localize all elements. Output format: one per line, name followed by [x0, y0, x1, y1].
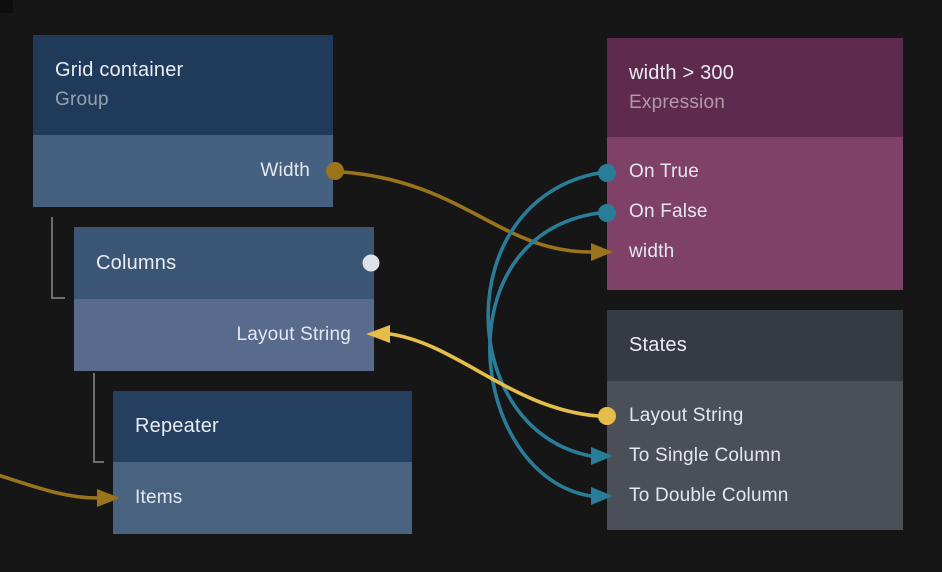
expression-subtitle: Expression: [629, 91, 725, 113]
states-header[interactable]: States: [607, 310, 903, 381]
port-width-output-label: Width: [260, 160, 310, 181]
repeater-body: Items: [113, 462, 412, 534]
grid-container-body: Width: [33, 135, 333, 207]
node-columns[interactable]: Columns Layout String: [74, 227, 374, 371]
grid-container-header[interactable]: Grid container Group: [33, 35, 333, 135]
width-input-arrowhead[interactable]: [591, 243, 613, 261]
to-single-column-arrowhead[interactable]: [591, 447, 613, 465]
tree-connector-grid-to-columns: [51, 217, 65, 299]
expression-title: width > 300: [629, 61, 735, 84]
node-grid-container[interactable]: Grid container Group Width: [33, 35, 333, 207]
wire-on-false-to-double-column[interactable]: [488, 211, 601, 498]
layout-string-input-arrowhead[interactable]: [366, 325, 390, 343]
port-on-false-output[interactable]: On False: [629, 201, 708, 222]
node-expression[interactable]: width > 300 Expression On True On False …: [607, 38, 903, 290]
port-on-true-output[interactable]: On True: [629, 161, 700, 182]
port-to-single-column-input[interactable]: To Single Column: [629, 445, 782, 466]
wire-states-to-columns-layout-string[interactable]: [388, 332, 600, 418]
columns-body: Layout String: [74, 299, 374, 371]
tree-connector-columns-to-repeater: [93, 373, 104, 463]
wire-width-to-expression[interactable]: [341, 170, 593, 254]
items-input-arrowhead[interactable]: [97, 489, 120, 507]
wire-offscreen-to-items[interactable]: [0, 473, 100, 500]
port-items-input-label: Items: [135, 487, 183, 508]
columns-title: Columns: [96, 251, 177, 274]
port-layout-string-input-label: Layout String: [236, 324, 351, 345]
columns-output-port-dot[interactable]: [362, 254, 380, 272]
layout-string-output-port-dot[interactable]: [598, 407, 616, 425]
expression-body: On True On False width: [607, 137, 903, 290]
wire-on-true-to-single-column[interactable]: [486, 171, 601, 458]
states-body: Layout String To Single Column To Double…: [607, 381, 903, 530]
port-width-input[interactable]: width: [629, 241, 675, 262]
grid-container-subtitle: Group: [55, 89, 109, 110]
repeater-title: Repeater: [135, 415, 219, 437]
port-items-input[interactable]: Items: [113, 462, 412, 534]
port-width-output[interactable]: Width: [33, 135, 333, 207]
grid-container-title: Grid container: [55, 59, 184, 81]
port-layout-string-input[interactable]: Layout String: [74, 299, 374, 371]
port-to-double-column-input[interactable]: To Double Column: [629, 485, 789, 506]
expression-header[interactable]: width > 300 Expression: [607, 38, 903, 137]
node-states[interactable]: States Layout String To Single Column To…: [607, 310, 903, 530]
port-layout-string-output[interactable]: Layout String: [629, 405, 744, 426]
columns-header[interactable]: Columns: [74, 227, 374, 299]
canvas-corner-notch: [0, 0, 13, 13]
on-true-port-dot[interactable]: [598, 164, 616, 182]
width-output-port-dot[interactable]: [326, 162, 344, 180]
on-false-port-dot[interactable]: [598, 204, 616, 222]
node-repeater[interactable]: Repeater Items: [113, 391, 412, 534]
states-title: States: [629, 334, 687, 356]
repeater-header[interactable]: Repeater: [113, 391, 412, 462]
to-double-column-arrowhead[interactable]: [591, 487, 613, 505]
